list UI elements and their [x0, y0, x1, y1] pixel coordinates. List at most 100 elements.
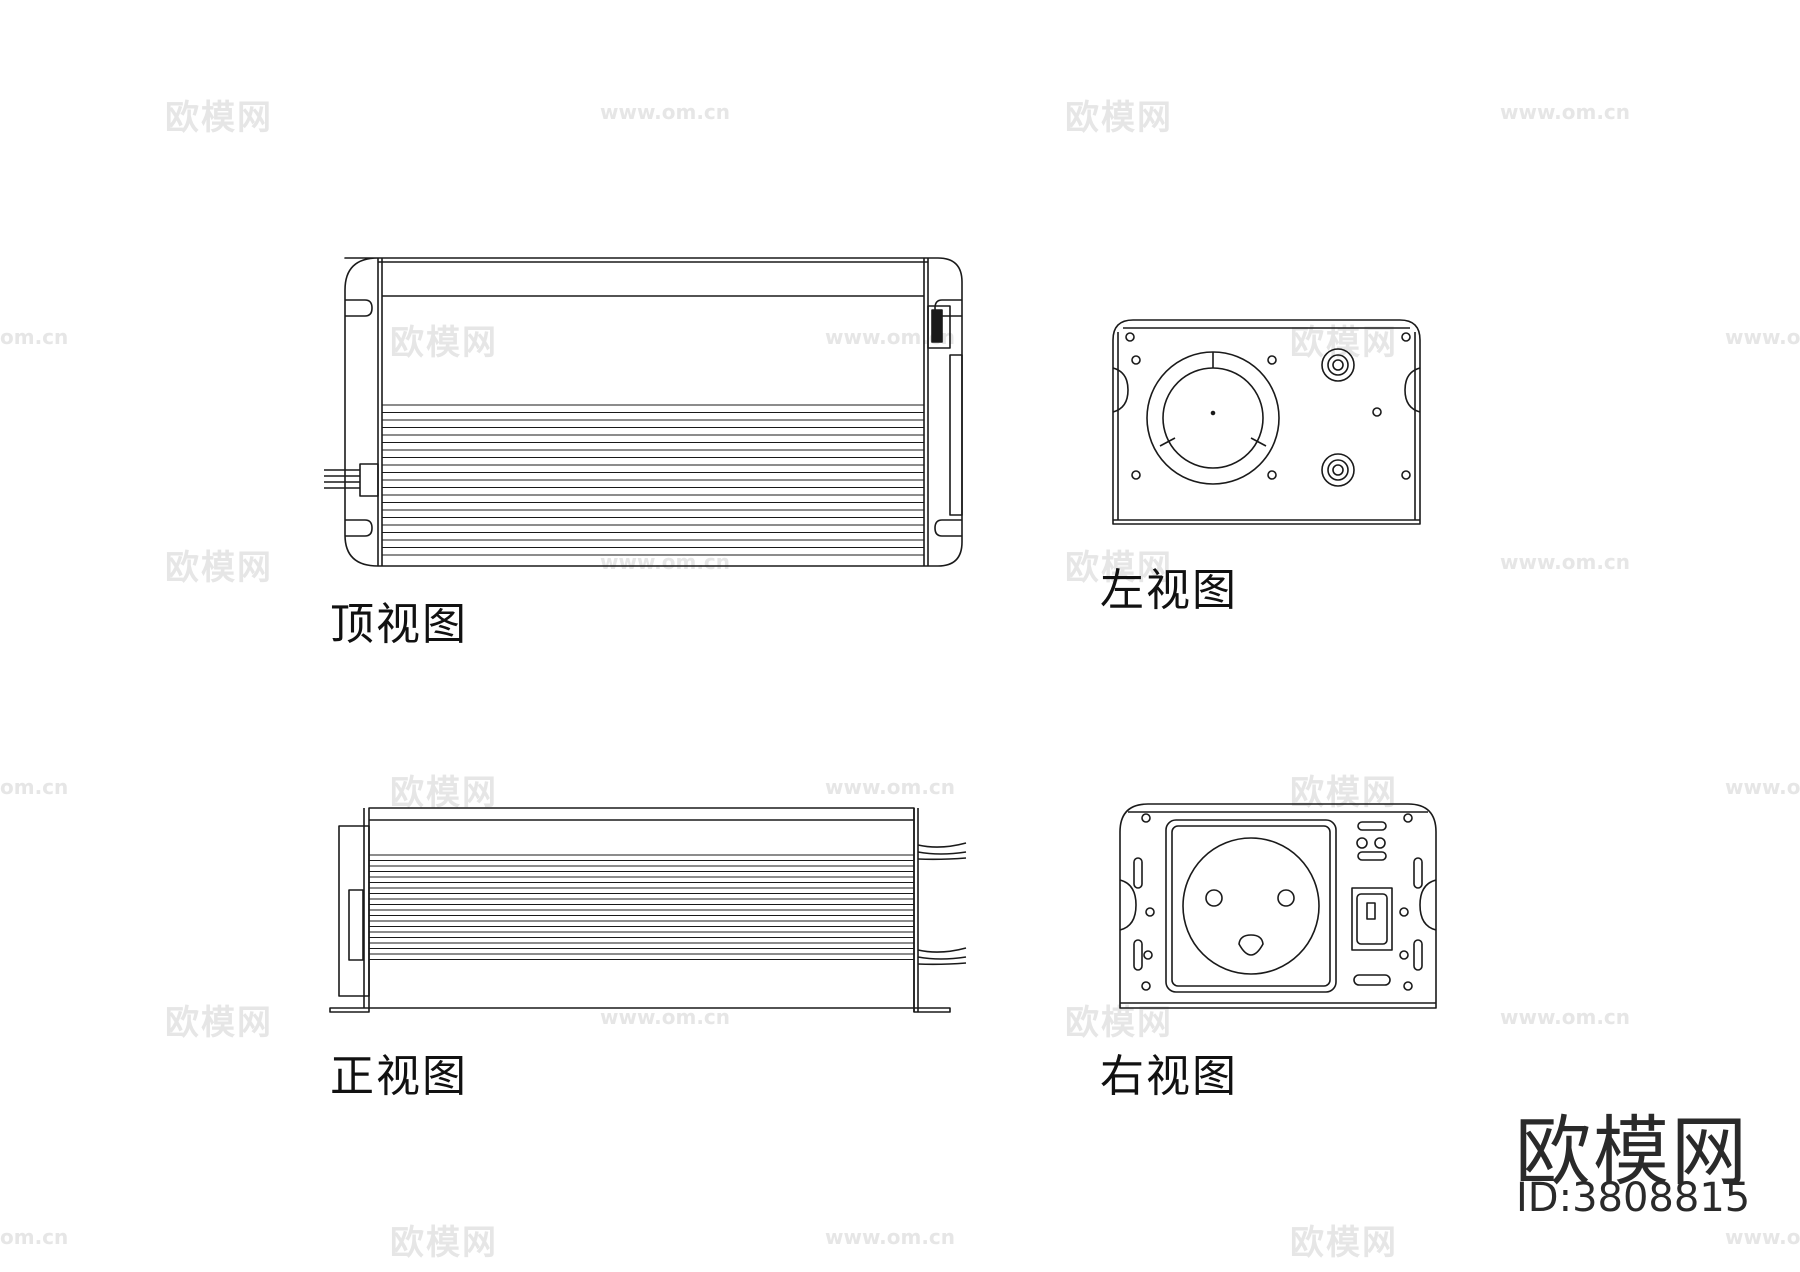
socket-frame-inner [1171, 825, 1331, 987]
screw-hole [1399, 907, 1409, 917]
watermark-url: www.om.cn [1500, 1005, 1631, 1029]
mount-notch [1419, 879, 1437, 931]
power-switch-frame [1351, 887, 1393, 951]
top-view-label: 顶视图 [330, 599, 468, 650]
right-view-drawing [1119, 803, 1437, 1009]
watermark-logo: 欧模网 [1065, 98, 1173, 138]
screw-hole [1403, 981, 1413, 991]
led [1356, 837, 1368, 849]
ground-contact [1238, 934, 1264, 956]
dc-terminal [1321, 348, 1355, 382]
screw-hole [1125, 332, 1135, 342]
fan-spoke [1159, 437, 1176, 447]
watermark-url: www.om.cn [1500, 550, 1631, 574]
screw-hole [1131, 355, 1141, 365]
base-plate [329, 1007, 370, 1013]
watermark-url: www.om.cn [825, 1225, 956, 1249]
base-plate [913, 1007, 951, 1013]
side-slot [1413, 857, 1423, 889]
screw-hole [1141, 981, 1151, 991]
fan-ring-inner [1162, 367, 1264, 469]
indicator-slot [1357, 851, 1387, 861]
front-view-label: 正视图 [330, 1051, 468, 1102]
fan-ring-outer [1146, 351, 1280, 485]
side-slot [1133, 939, 1143, 971]
watermark-logo: 欧模网 [390, 1223, 498, 1263]
screw-hole [1131, 470, 1141, 480]
watermark-url: www.om.cn [600, 1005, 731, 1029]
screw-hole [1399, 950, 1409, 960]
watermark-url: om.cn [0, 775, 69, 799]
mount-notch [1404, 367, 1421, 413]
mount-notch [1112, 367, 1129, 413]
screw-hole [1267, 470, 1277, 480]
watermark-url: www.om.cn [825, 775, 956, 799]
switch-block [927, 305, 951, 349]
dc-terminal [1332, 464, 1344, 476]
switch-toggle [931, 309, 943, 343]
watermark-url: om.cn [0, 325, 69, 349]
screw-hole [1403, 813, 1413, 823]
cable [324, 469, 360, 489]
model-id: ID:3808815 [1516, 1175, 1751, 1221]
socket-pin-hole [1277, 889, 1295, 907]
dc-terminal [1332, 359, 1344, 371]
heatsink-fins [369, 854, 914, 961]
vent-slot [1353, 974, 1391, 986]
watermark-logo: 欧模网 [1065, 548, 1173, 588]
watermark-logo: 欧模网 [165, 1003, 273, 1043]
socket-pin-hole [1205, 889, 1223, 907]
cable [917, 842, 967, 861]
dc-terminal [1321, 453, 1355, 487]
left-flange [338, 825, 370, 997]
watermark-url: www.om.cn [1725, 325, 1800, 349]
watermark-logo: 欧模网 [165, 548, 273, 588]
socket-frame [1165, 819, 1337, 993]
watermark-url: om.cn [0, 1225, 69, 1249]
socket-face [1182, 837, 1320, 975]
cable-gland [359, 463, 379, 497]
switch-side [348, 889, 364, 961]
indicator-slot [1357, 821, 1387, 831]
fan-hub [1210, 410, 1216, 416]
screw-hole [1145, 907, 1155, 917]
screw-hole [1372, 407, 1382, 417]
left-view-drawing [1112, 319, 1421, 525]
left-view-outline [1112, 319, 1421, 525]
top-view-drawing [324, 257, 963, 567]
led [1374, 837, 1386, 849]
dc-terminal [1327, 354, 1349, 376]
watermark-url: www.om.cn [1725, 775, 1800, 799]
watermark-logo: 欧模网 [390, 773, 498, 813]
heatsink-fins [382, 404, 924, 556]
watermark-logo: 欧模网 [1290, 773, 1398, 813]
front-view-body [368, 807, 915, 1009]
side-slot [1133, 857, 1143, 889]
side-slot [1413, 939, 1423, 971]
left-view-label: 左视图 [1100, 565, 1238, 616]
screw-hole [1401, 332, 1411, 342]
cable [917, 947, 967, 966]
watermark-url: www.om.cn [600, 550, 731, 574]
mount-notch [345, 299, 373, 317]
screw-hole [1143, 950, 1153, 960]
watermark-url: www.om.cn [1500, 100, 1631, 124]
screw-hole [1401, 470, 1411, 480]
right-view-label: 右视图 [1100, 1051, 1238, 1102]
mount-notch [1119, 879, 1137, 931]
screw-hole [1267, 355, 1277, 365]
top-view-outline [344, 257, 963, 567]
front-view-drawing [329, 807, 967, 1013]
watermark-logo: 欧模网 [1065, 1003, 1173, 1043]
watermark-url: www.om.cn [1725, 1225, 1800, 1249]
watermark-logo: 欧模网 [1290, 1223, 1398, 1263]
brand-logo: 欧模网 [1515, 1107, 1749, 1196]
right-view-outline [1119, 803, 1437, 1009]
switch-indicator [1366, 902, 1376, 920]
fan-spoke [1250, 437, 1267, 447]
watermark-url: www.om.cn [600, 100, 731, 124]
power-switch [1356, 893, 1388, 945]
mount-notch [934, 519, 962, 537]
watermark-logo: 欧模网 [165, 98, 273, 138]
